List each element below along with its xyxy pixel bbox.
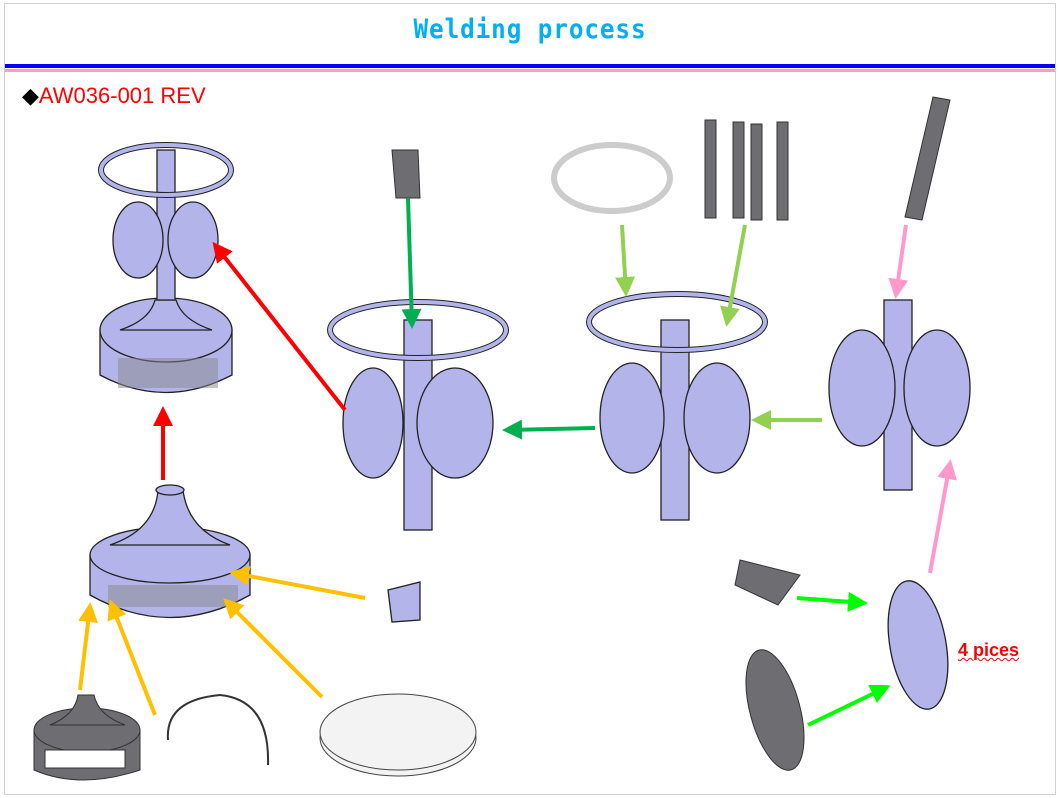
bright-green-arrow	[807, 684, 891, 727]
quantity-note-text: 4 pices	[958, 640, 1020, 660]
tube-part	[391, 149, 421, 199]
red-arrow	[212, 241, 347, 412]
part-number-text: AW036-001 REV	[38, 83, 206, 108]
light-green-arrow	[615, 224, 636, 297]
bright-green-arrow	[796, 591, 868, 612]
diamond-bullet-icon: ◆	[22, 83, 39, 108]
orange-arrow	[223, 598, 324, 699]
orange-arrow	[78, 602, 99, 691]
orange-arrow	[107, 599, 157, 716]
base-with-cone	[89, 484, 251, 619]
saddle-part	[734, 559, 801, 606]
rod-parts	[704, 119, 789, 221]
slide-title: Welding process	[413, 14, 647, 45]
final-assembly	[98, 142, 234, 394]
assembly-step-3	[327, 299, 509, 531]
slide-frame	[4, 3, 1056, 795]
pink-arrow	[928, 459, 957, 574]
title-rule-blue	[5, 64, 1055, 68]
assembly-step-1	[828, 299, 971, 491]
gasket-part	[745, 649, 805, 771]
bottom-plate-part	[319, 693, 477, 777]
quantity-note: 4 pices	[958, 640, 1019, 661]
assembly-step-2	[586, 291, 768, 521]
cone-part	[33, 694, 141, 781]
post-part	[904, 96, 951, 221]
dark-green-arrow	[502, 419, 596, 440]
light-green-arrow	[720, 224, 747, 327]
part-number-heading: ◆AW036-001 REV	[22, 83, 206, 109]
orange-arrow	[229, 566, 366, 600]
ring-part	[551, 142, 673, 214]
small-block-part	[387, 581, 421, 623]
flange-assembly	[887, 580, 949, 710]
ring-band-part	[166, 693, 270, 766]
pink-arrow	[888, 224, 909, 299]
title-rule-pink	[5, 69, 1055, 72]
dark-green-arrow	[401, 197, 422, 329]
